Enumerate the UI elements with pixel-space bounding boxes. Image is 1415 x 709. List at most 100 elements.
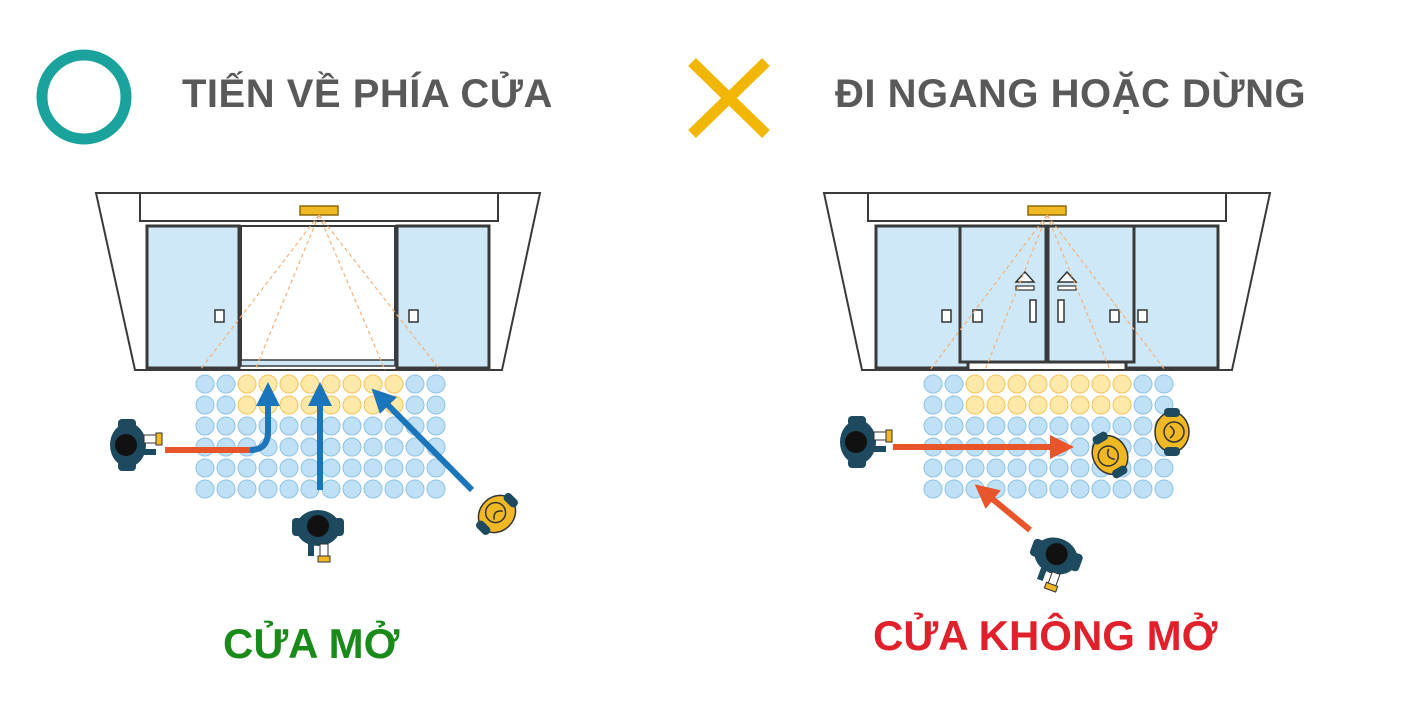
sensor-dot-active <box>1091 374 1111 394</box>
sensor-dot <box>342 437 362 457</box>
sensor-dot <box>237 416 257 436</box>
sensor-dot <box>195 374 215 394</box>
sensor-dot <box>923 395 943 415</box>
sensor-dot <box>1133 416 1153 436</box>
sensor-dot <box>1112 479 1132 499</box>
result-door-stays-closed: CỬA KHÔNG MỞ <box>873 612 1218 659</box>
sensor-dot <box>237 479 257 499</box>
sensor-dot <box>965 458 985 478</box>
sensor-dot-active <box>237 395 257 415</box>
sensor-dot-active <box>1007 374 1027 394</box>
sensor-dot <box>384 458 404 478</box>
sensor-dot <box>405 374 425 394</box>
sensor-dot <box>426 479 446 499</box>
sensor-dot <box>1091 416 1111 436</box>
sensor-dot <box>1028 458 1048 478</box>
sensor-dot-active <box>237 374 257 394</box>
sensor-dot <box>279 479 299 499</box>
sensor-dot-active <box>279 395 299 415</box>
sensor-dot <box>363 479 383 499</box>
sensor-dot <box>279 458 299 478</box>
sensor-dot <box>1070 437 1090 457</box>
sensor-dot-active <box>321 395 341 415</box>
sensor-dot-active <box>986 374 1006 394</box>
sensor-dot <box>1133 395 1153 415</box>
sensor-dot <box>405 437 425 457</box>
cross-icon <box>688 58 770 138</box>
sensor-dot <box>944 416 964 436</box>
sensor-dot <box>1007 458 1027 478</box>
person-bottom-approaching <box>1019 529 1088 598</box>
sensor-dot <box>1154 479 1174 499</box>
sensor-dot <box>965 416 985 436</box>
sensor-dot <box>1028 416 1048 436</box>
sensor-dot <box>195 395 215 415</box>
sensor-dot <box>405 395 425 415</box>
sensor-dot <box>384 437 404 457</box>
sensor-dot <box>195 479 215 499</box>
person-standing-in-zone <box>1082 424 1138 486</box>
sensor-dot-active <box>1070 374 1090 394</box>
sensor-dot-active <box>384 374 404 394</box>
sensor-dot <box>195 458 215 478</box>
heading-pass-by-or-stop: ĐI NGANG HOẶC DỪNG <box>835 72 1307 116</box>
sensor-dot <box>321 458 341 478</box>
person-left-walking <box>109 418 163 472</box>
sensor-dot <box>1112 416 1132 436</box>
sensor-dot-active <box>300 395 320 415</box>
sensor-dot <box>321 437 341 457</box>
sensor-field-grid <box>923 374 1174 499</box>
sensor-dot-active <box>342 374 362 394</box>
sensor-dot <box>923 416 943 436</box>
sensor-dot <box>237 458 257 478</box>
sensor-dot <box>405 479 425 499</box>
pass-by-arrows <box>893 435 1074 533</box>
sensor-icon <box>1027 205 1067 216</box>
sensor-dot <box>1070 479 1090 499</box>
sensor-dot <box>1133 479 1153 499</box>
sensor-dot <box>216 416 236 436</box>
sensor-dot <box>426 458 446 478</box>
approach-arrows <box>165 382 475 493</box>
sensor-dot <box>195 416 215 436</box>
sensor-dot <box>1154 374 1174 394</box>
sensor-dot <box>965 479 985 499</box>
person-left-passing <box>839 415 893 469</box>
sensor-dot-active <box>1112 374 1132 394</box>
sensor-dot <box>384 416 404 436</box>
sensor-dot <box>1049 458 1069 478</box>
sensor-dot <box>279 416 299 436</box>
sensor-dot <box>1133 437 1153 457</box>
sensor-dot <box>1049 416 1069 436</box>
heading-approach-door: TIẾN VỀ PHÍA CỬA <box>182 72 553 116</box>
person-bottom-walking <box>291 509 345 563</box>
sensor-dot-active <box>1049 395 1069 415</box>
sensor-dot <box>1133 458 1153 478</box>
sensor-dot-active <box>279 374 299 394</box>
sensor-dot <box>342 479 362 499</box>
sensor-dot <box>300 416 320 436</box>
sensor-dot <box>342 416 362 436</box>
sensor-dot-active <box>1007 395 1027 415</box>
sensor-dot <box>258 458 278 478</box>
sensor-dot <box>1070 458 1090 478</box>
sensor-dot-active <box>986 395 1006 415</box>
sensor-dot <box>1154 458 1174 478</box>
sensor-dot <box>216 374 236 394</box>
sensor-dot <box>363 416 383 436</box>
sensor-dot <box>426 374 446 394</box>
sensor-dot <box>944 374 964 394</box>
sensor-dot <box>1007 416 1027 436</box>
result-door-opens: CỬA MỞ <box>223 620 400 667</box>
sensor-dot <box>1049 479 1069 499</box>
sensor-dot-active <box>321 374 341 394</box>
sensor-dot <box>426 395 446 415</box>
circle-icon <box>36 49 132 145</box>
sensor-dot <box>923 458 943 478</box>
sensor-dot <box>300 458 320 478</box>
sensor-dot <box>363 437 383 457</box>
sensor-dot <box>279 437 299 457</box>
sensor-dot <box>363 458 383 478</box>
sensor-dot-active <box>1091 395 1111 415</box>
sensor-dot <box>1070 416 1090 436</box>
